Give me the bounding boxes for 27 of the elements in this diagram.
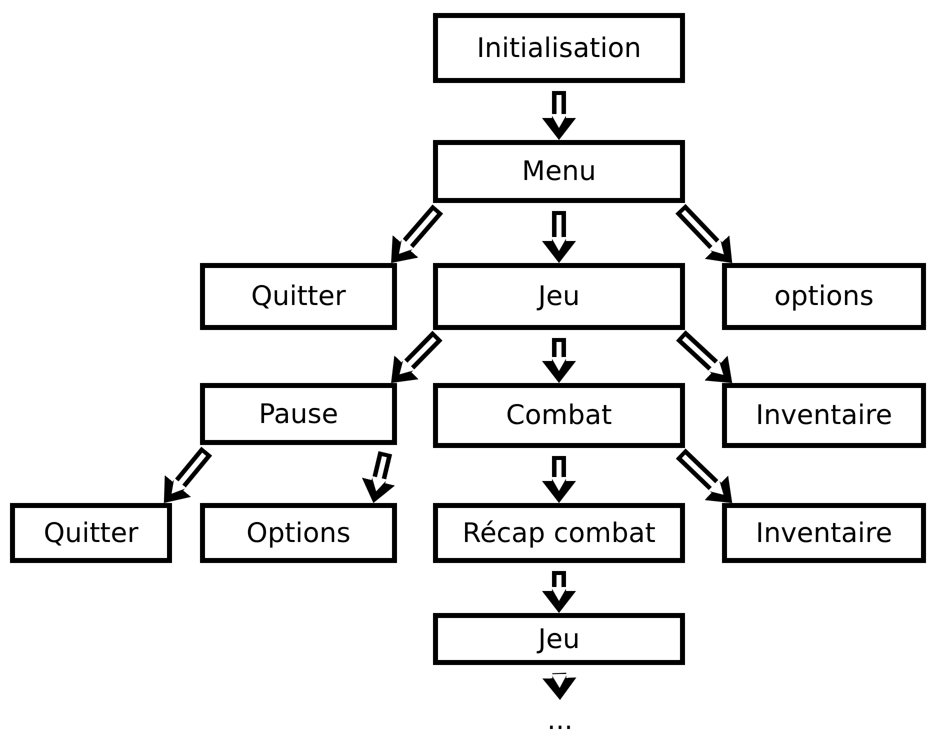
process-box (200, 263, 397, 330)
box-label: Quitter (44, 518, 138, 548)
box-label: Combat (506, 400, 612, 431)
box-label: Options (246, 518, 351, 548)
box-label: Pause (258, 398, 338, 430)
box-label: Menu (522, 156, 596, 187)
process-box (722, 383, 926, 448)
box-label: Jeu (538, 281, 580, 312)
process-box (433, 263, 685, 330)
process-box (433, 140, 685, 203)
process-box (433, 383, 685, 448)
process-box (433, 13, 685, 83)
process-box (200, 503, 397, 563)
box-label: Inventaire (756, 518, 892, 548)
box-label: Récap combat (462, 518, 656, 548)
process-box (433, 613, 685, 665)
process-box (722, 263, 926, 330)
process-box (433, 503, 685, 563)
box-label: Inventaire (756, 400, 892, 431)
box-label: Quitter (251, 281, 346, 312)
process-box (10, 503, 172, 563)
continuation-text: ... (547, 704, 573, 736)
box-label: Initialisation (476, 32, 642, 64)
box-label: Jeu (538, 624, 580, 654)
process-box (722, 503, 926, 563)
process-box (200, 383, 397, 445)
box-label: options (774, 281, 874, 312)
